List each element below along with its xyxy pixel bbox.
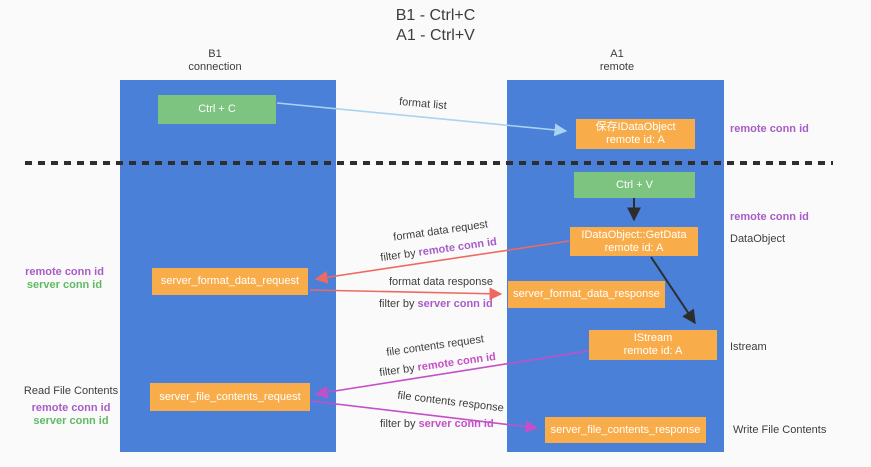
server-format-data-response-box: server_format_data_response	[508, 281, 665, 308]
remote-conn-id-annotation-left2: remote conn id	[31, 402, 111, 414]
istream-line2: remote id: A	[623, 345, 683, 357]
server-conn-id-annotation-left2: server conn id	[33, 415, 109, 427]
right-column-subtitle: remote	[599, 61, 635, 73]
server-conn-id-highlight: server conn id	[417, 298, 493, 310]
server-format-data-response-label: server_format_data_response	[513, 288, 660, 300]
getdata-line1: IDataObject::GetData	[581, 228, 687, 241]
getdata-line2: remote id: A	[604, 241, 664, 254]
left-column-subtitle: connection	[188, 61, 242, 73]
ctrl-c-label: Ctrl + C	[198, 103, 236, 115]
dataobject-annotation: DataObject	[730, 233, 786, 245]
left-column-header: B1 connection	[150, 48, 280, 74]
format-data-response-arrow	[309, 287, 503, 301]
filter-by-text: filter by	[380, 418, 419, 430]
right-column-header: A1 remote	[552, 48, 682, 74]
istream-annotation: Istream	[730, 341, 767, 353]
save-dataobject-line1: 保存IDataObject	[595, 121, 676, 133]
write-file-contents-annotation: Write File Contents	[733, 424, 827, 436]
filter-by-text: filter by	[379, 298, 418, 310]
format-conn-id-annotation: remote conn id server conn id	[17, 266, 112, 292]
server-file-contents-response-label: server_file_contents_response	[550, 423, 701, 436]
server-file-contents-response-box: server_file_contents_response	[545, 417, 706, 443]
remote-conn-id-highlight: remote conn id	[416, 350, 497, 374]
istream-box: IStream remote id: A	[589, 330, 717, 360]
title-line-2: A1 - Ctrl+V	[396, 27, 475, 44]
file-contents-response-label: file contents response	[396, 389, 505, 415]
server-format-data-request-box: server_format_data_request	[152, 268, 308, 295]
ctrl-v-label: Ctrl + V	[616, 178, 653, 191]
left-column-name: B1	[208, 48, 222, 60]
save-dataobject-line2: remote id: A	[606, 134, 665, 146]
istream-line1: IStream	[633, 332, 673, 344]
server-conn-id-annotation-left: server conn id	[26, 279, 103, 291]
format-list-label: format list	[398, 95, 448, 113]
server-file-contents-request-box: server_file_contents_request	[150, 383, 310, 411]
ctrl-c-box: Ctrl + C	[158, 95, 276, 124]
format-data-response-label: format data response	[389, 276, 493, 288]
remote-conn-id-annotation-mid: remote conn id	[730, 211, 809, 223]
filter-by-text: filter by	[378, 361, 419, 380]
right-column-name: A1	[610, 48, 624, 60]
getdata-label: IDataObject::GetData remote id: A	[581, 229, 686, 255]
file-conn-id-annotation: Read File Contents remote conn id server…	[17, 385, 125, 428]
server-conn-id-highlight: server conn id	[418, 418, 494, 430]
getdata-box: IDataObject::GetData remote id: A	[570, 227, 698, 256]
remote-conn-id-annotation-left: remote conn id	[25, 266, 104, 278]
format-response-filter-label: filter by server conn id	[379, 298, 493, 311]
dashed-divider	[25, 161, 833, 165]
file-response-filter-label: filter by server conn id	[380, 418, 494, 431]
title-line-1: B1 - Ctrl+C	[395, 7, 476, 24]
read-file-contents-annotation: Read File Contents	[23, 385, 119, 397]
filter-by-text: filter by	[379, 246, 420, 265]
ctrl-v-box: Ctrl + V	[574, 172, 695, 198]
server-file-contents-request-label: server_file_contents_request	[159, 390, 301, 403]
diagram-title: B1 - Ctrl+C A1 - Ctrl+V	[0, 6, 871, 46]
istream-box-label: IStream remote id: A	[624, 332, 683, 358]
save-dataobject-box: 保存IDataObject remote id: A	[576, 119, 695, 149]
server-format-data-request-label: server_format_data_request	[160, 275, 300, 287]
remote-conn-id-annotation-top: remote conn id	[730, 123, 809, 135]
save-dataobject-label: 保存IDataObject remote id: A	[595, 121, 675, 147]
